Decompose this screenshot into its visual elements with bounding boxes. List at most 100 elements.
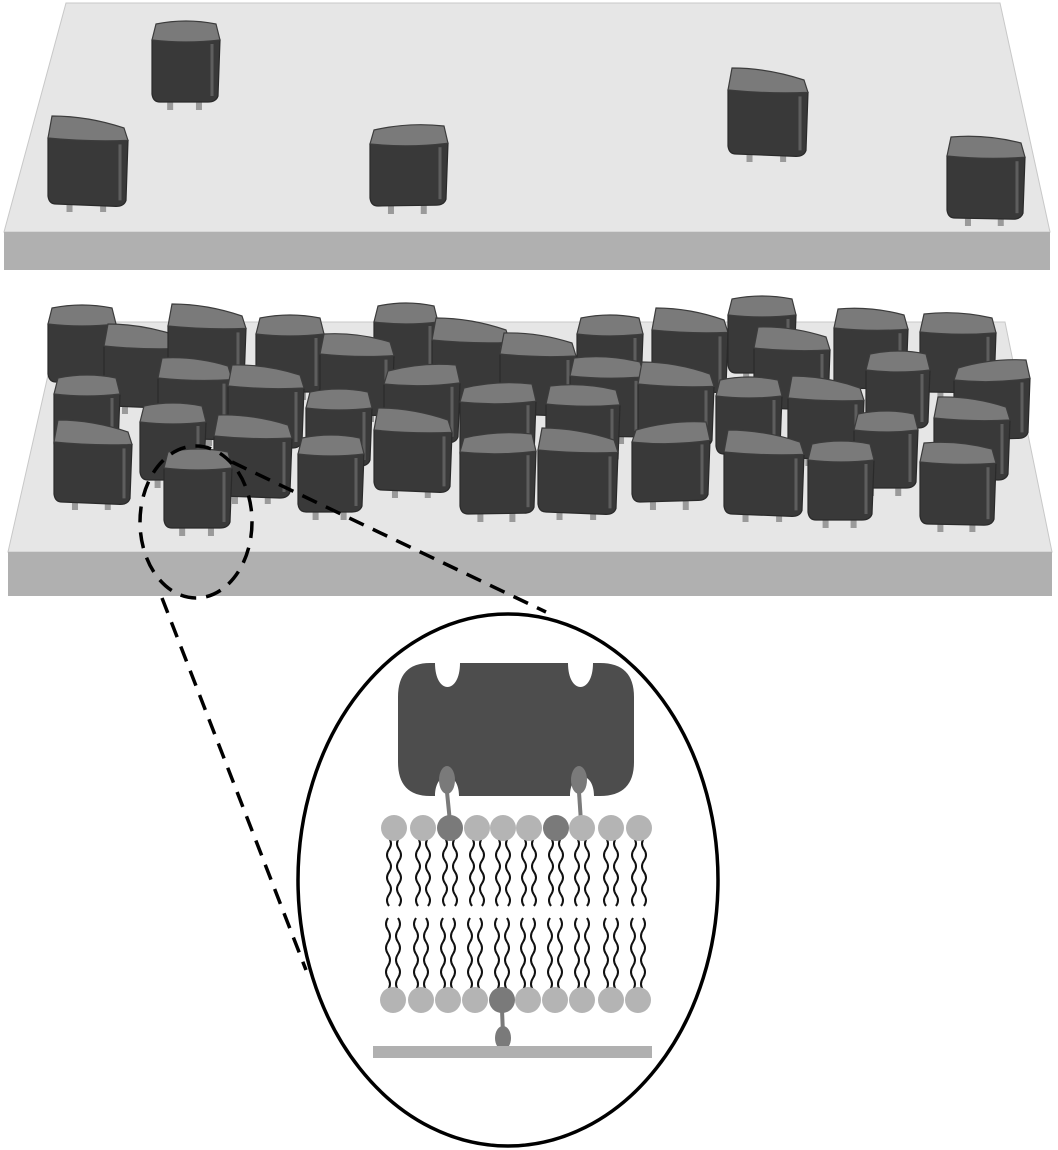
lipid-tail bbox=[415, 837, 421, 907]
particle-front-face bbox=[723, 451, 805, 518]
anchor-lipid-head bbox=[543, 815, 569, 841]
lipid-head bbox=[515, 987, 541, 1013]
particle-front-face bbox=[537, 449, 619, 516]
particle-front-face bbox=[373, 429, 453, 494]
lipid-head bbox=[381, 815, 407, 841]
particle-top-face bbox=[163, 448, 233, 471]
particle-front-face bbox=[807, 459, 875, 521]
lipid-head bbox=[542, 987, 568, 1013]
particle-leg bbox=[167, 98, 174, 110]
particle-top-face bbox=[576, 314, 644, 337]
particle-top-face bbox=[865, 350, 931, 373]
lipid-tail bbox=[413, 917, 419, 991]
particle-top-face bbox=[919, 312, 997, 335]
membrane-protein-block bbox=[398, 663, 634, 796]
lipid-head bbox=[516, 815, 542, 841]
particle-leg bbox=[420, 202, 427, 214]
particle-top-face bbox=[727, 295, 797, 318]
particle-front-face bbox=[53, 441, 133, 506]
lipid-head bbox=[626, 815, 652, 841]
dense-substrate-edge bbox=[8, 552, 1052, 596]
particle-leg bbox=[964, 214, 971, 226]
anchor-knob-right bbox=[571, 766, 587, 794]
lipid-head bbox=[462, 987, 488, 1013]
particle-top-face bbox=[569, 356, 645, 379]
particle-top-face bbox=[715, 376, 783, 399]
dense-particle bbox=[537, 427, 619, 520]
particle-front-face bbox=[47, 137, 129, 208]
lipid-tail bbox=[396, 837, 402, 907]
particle-top-face bbox=[167, 303, 247, 330]
lipid-tail bbox=[641, 837, 647, 907]
particle-top-face bbox=[53, 374, 121, 397]
zoom-guide-line-lower bbox=[160, 597, 308, 971]
lipid-tail bbox=[386, 837, 392, 907]
particle-leg bbox=[997, 214, 1004, 226]
dense-particle bbox=[373, 407, 453, 498]
lipid-head bbox=[569, 815, 595, 841]
particle-leg bbox=[206, 434, 213, 446]
highlight-dashed-ellipse bbox=[138, 444, 254, 600]
particle-top-face bbox=[459, 382, 537, 405]
particle-top-face bbox=[637, 361, 715, 388]
lipid-tail bbox=[520, 917, 526, 991]
particle-top-face bbox=[787, 375, 865, 402]
particle-leg bbox=[969, 520, 976, 532]
lipid-tail bbox=[548, 837, 554, 907]
particle-front-face bbox=[919, 461, 997, 526]
sparse-particle bbox=[946, 135, 1026, 226]
solid-support-bar bbox=[373, 1046, 652, 1058]
particle-top-face bbox=[151, 20, 221, 43]
particle-leg bbox=[391, 486, 398, 498]
particle-front-face bbox=[369, 142, 449, 207]
lipid-tail bbox=[613, 837, 619, 907]
lipid-head bbox=[410, 815, 436, 841]
particle-top-face bbox=[373, 302, 439, 325]
dense-particle bbox=[459, 432, 537, 522]
lipid-head bbox=[490, 815, 516, 841]
particle-top-face bbox=[319, 333, 395, 358]
dense-particle bbox=[807, 440, 875, 528]
particle-leg bbox=[121, 402, 128, 414]
sparse-particle bbox=[151, 20, 221, 110]
particle-leg bbox=[154, 476, 161, 488]
lipid-tail bbox=[584, 917, 590, 991]
lipid-tail bbox=[452, 837, 458, 907]
zoom-inset bbox=[296, 612, 720, 1148]
sparse-substrate bbox=[3, 2, 1051, 270]
particle-front-face bbox=[631, 439, 711, 503]
lipid-tail bbox=[584, 837, 590, 907]
particle-leg bbox=[231, 492, 238, 504]
particle-top-face bbox=[139, 402, 207, 425]
particle-top-face bbox=[53, 419, 133, 446]
particle-leg bbox=[822, 516, 829, 528]
lipid-tail bbox=[425, 837, 431, 907]
lower-anchor-knob bbox=[495, 1026, 511, 1050]
particle-top-face bbox=[459, 432, 537, 455]
particle-leg bbox=[850, 516, 857, 528]
particle-leg bbox=[649, 498, 656, 510]
lipid-tail bbox=[477, 917, 483, 991]
particle-top-face bbox=[651, 307, 729, 334]
dense-particle-group bbox=[47, 295, 1031, 536]
particle-top-face bbox=[373, 407, 453, 434]
particle-leg bbox=[340, 508, 347, 520]
anchor-lipid-head bbox=[437, 815, 463, 841]
lipid-tail bbox=[531, 837, 537, 907]
particle-leg bbox=[195, 98, 202, 110]
sparse-particle bbox=[47, 115, 129, 212]
lipid-tail bbox=[495, 837, 501, 907]
particle-leg bbox=[387, 202, 394, 214]
lipid-head bbox=[569, 987, 595, 1013]
particle-top-face bbox=[369, 124, 449, 147]
particle-top-face bbox=[933, 396, 1011, 422]
lipid-tail bbox=[530, 917, 536, 991]
lipid-head bbox=[408, 987, 434, 1013]
particle-top-face bbox=[727, 67, 809, 94]
particle-top-face bbox=[47, 304, 117, 327]
lipid-tail bbox=[630, 917, 636, 991]
lipid-tail bbox=[479, 837, 485, 907]
lipid-head bbox=[598, 815, 624, 841]
magnification-callout bbox=[138, 444, 547, 971]
particle-top-face bbox=[227, 364, 305, 390]
